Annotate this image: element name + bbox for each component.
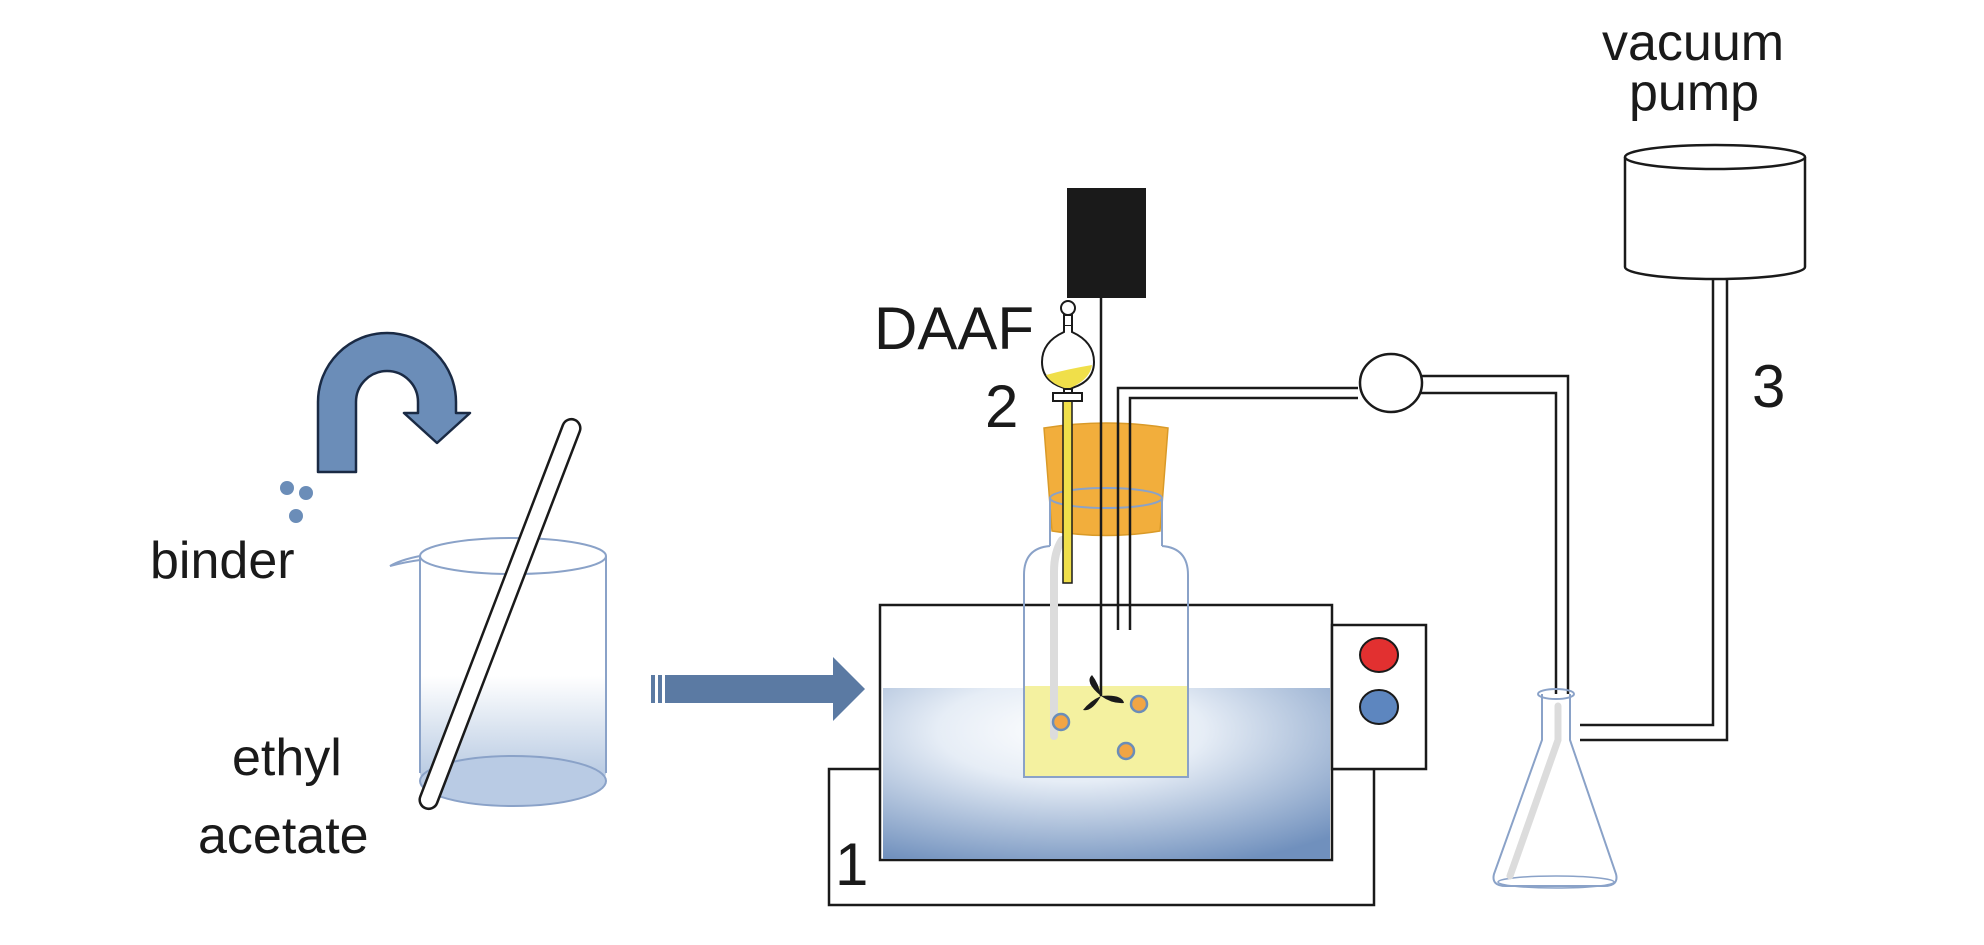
curved-arrow-icon [316,331,472,474]
blue-indicator [1359,689,1399,725]
vacuum-label: vacuum [1602,14,1784,72]
transfer-arrow-icon [651,657,865,721]
erlenmeyer-flask [1492,688,1618,889]
pump-label: pump [1629,64,1759,122]
red-indicator [1359,637,1399,673]
reaction-flask [1023,298,1189,778]
binder-addition: binder [150,331,472,590]
daaf-label: DAAF [874,295,1034,362]
stopcock [1052,392,1083,402]
solution [1025,686,1187,776]
label-3: 3 [1752,353,1785,420]
binder-particle [299,486,313,500]
vacuum-pump: vacuum pump [1602,14,1807,281]
particle [1116,741,1136,761]
acetate-label: acetate [198,807,369,865]
stirrer-motor [1067,188,1146,298]
particle [1129,694,1149,714]
label-2: 2 [985,373,1018,440]
binder-label: binder [150,532,295,590]
stirring-rod [418,417,582,811]
binder-particle [280,481,294,495]
valve [1358,352,1424,414]
ethyl-label: ethyl [232,729,342,787]
particle [1051,712,1071,732]
impeller-icon [1083,675,1124,711]
binder-particle [289,509,303,523]
label-1: 1 [835,831,868,898]
dropping-funnel: DAAF 2 [874,295,1096,440]
vacuum-line: 3 [1116,277,1785,744]
beaker: ethyl acetate [198,417,607,865]
